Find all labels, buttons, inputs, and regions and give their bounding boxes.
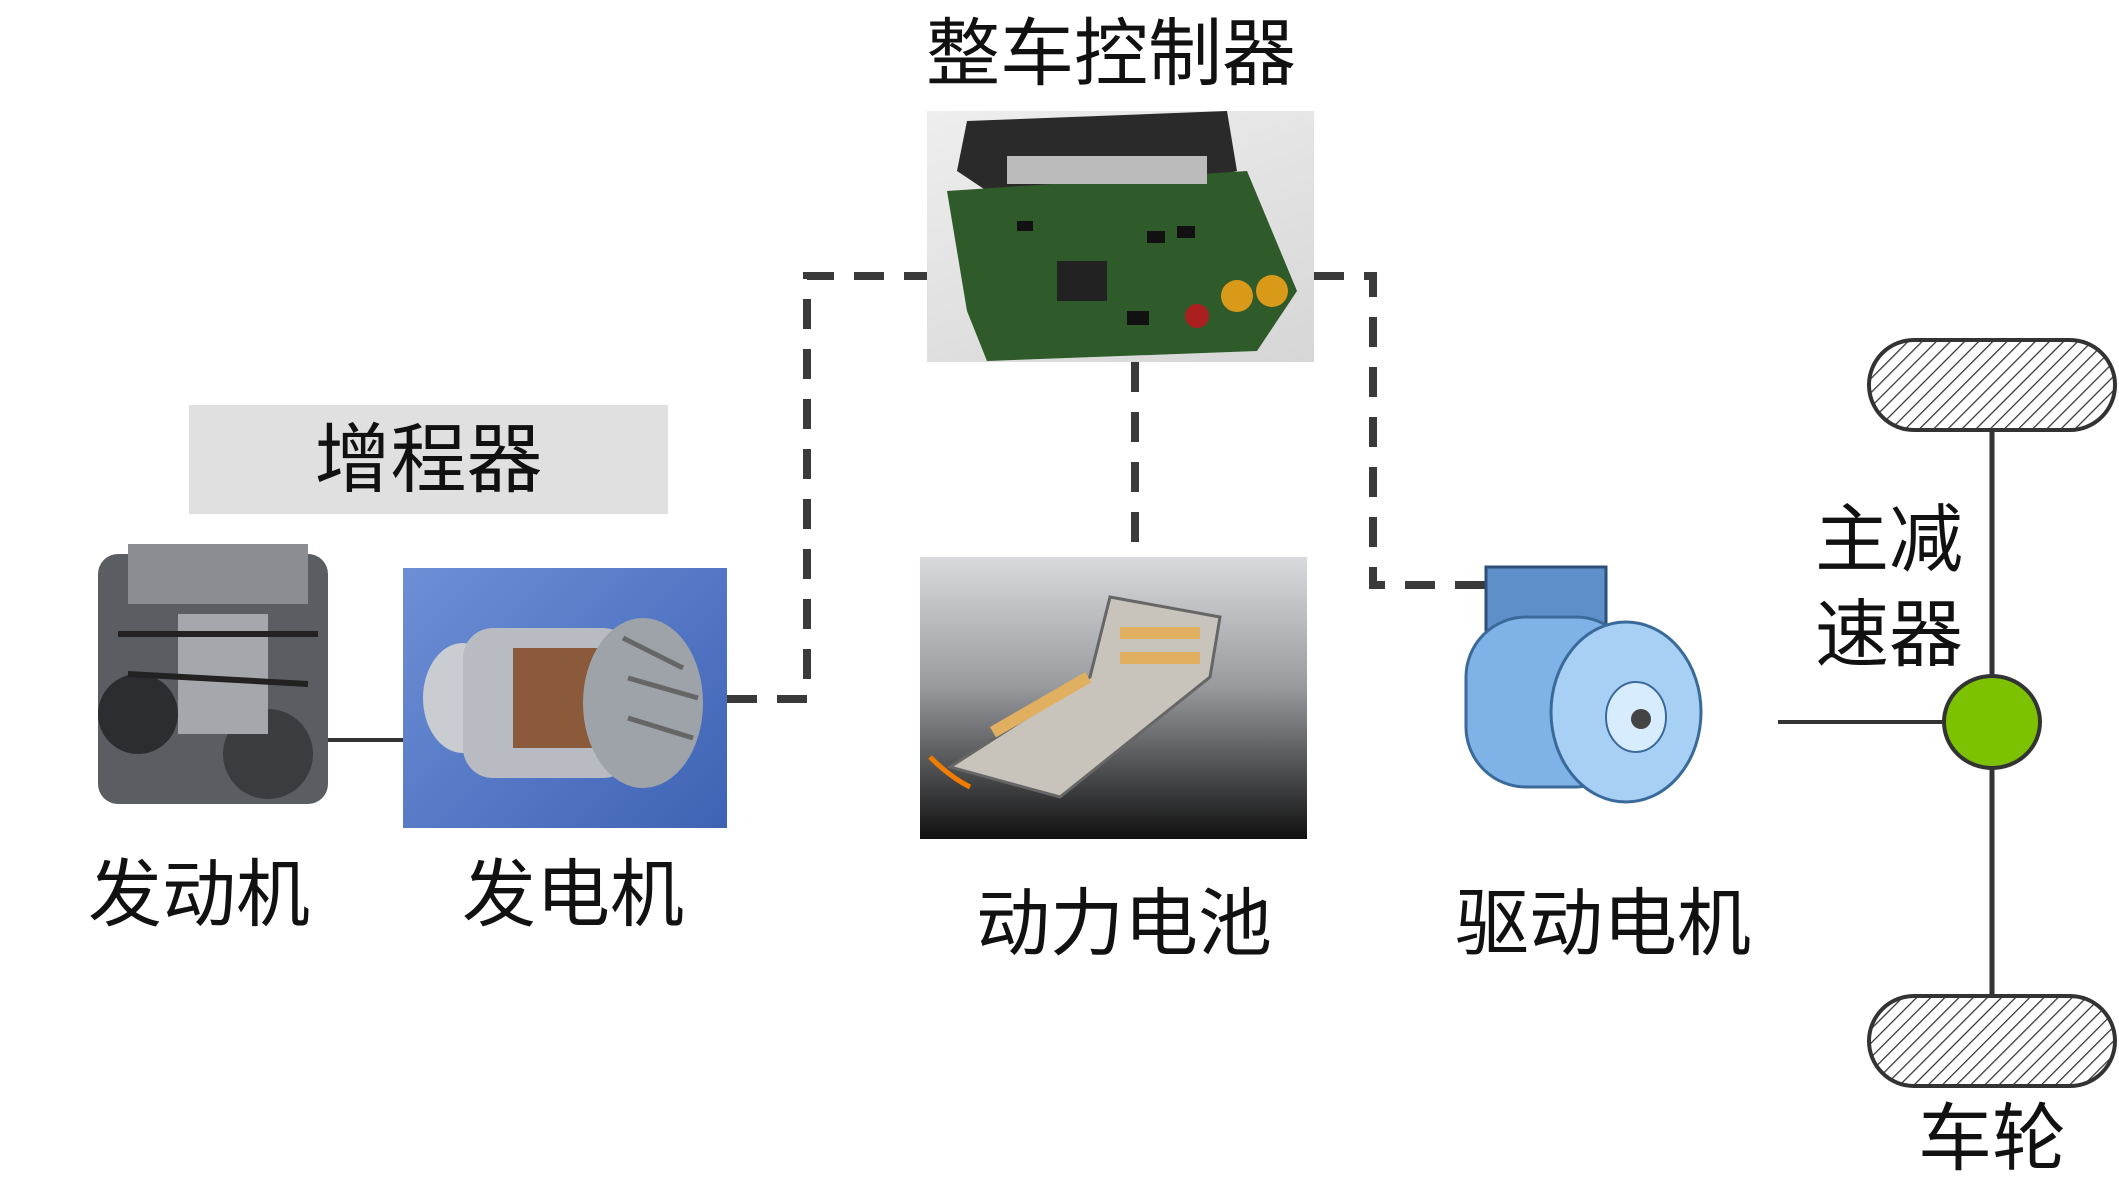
final-drive-label-line1: 主减	[1815, 497, 1963, 583]
final-drive-gear	[1942, 674, 2042, 770]
power-battery-label: 动力电池	[976, 881, 1272, 967]
dashed-link-controller-motor	[1314, 272, 1493, 589]
power-battery-image	[920, 557, 1307, 839]
drive-motor-label: 驱动电机	[1455, 881, 1751, 967]
generator-image	[403, 568, 727, 828]
controller-title: 整车控制器	[926, 11, 1296, 97]
generator-label: 发电机	[462, 852, 684, 938]
wheel-bottom	[1867, 994, 2117, 1088]
vehicle-controller-image	[927, 111, 1314, 362]
wheel-label: 车轮	[1918, 1096, 2066, 1182]
range-extender-label: 增程器	[314, 414, 543, 504]
wheel-top	[1867, 338, 2117, 432]
range-extender-box: 增程器	[189, 405, 668, 514]
engine-image	[68, 534, 365, 831]
dashed-link-generator-controller	[727, 272, 932, 703]
final-drive-label-line2: 速器	[1815, 592, 1963, 678]
engine-label: 发动机	[88, 852, 310, 938]
drive-motor-image	[1446, 547, 1716, 818]
